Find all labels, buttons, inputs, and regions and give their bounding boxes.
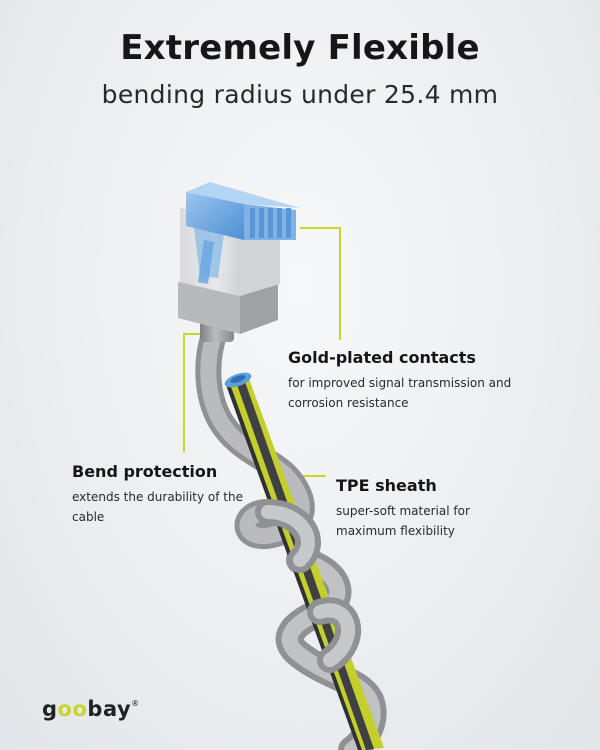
- grey-cable-front: [255, 499, 361, 673]
- logo-text-end: bay: [87, 697, 132, 721]
- rj45-connector-illustration: [178, 182, 300, 342]
- page-subtitle: bending radius under 25.4 mm: [101, 80, 499, 109]
- callout-text: extends the durability of the cable: [72, 490, 243, 524]
- registered-mark: ®: [131, 699, 140, 708]
- callout-tpe-sheath: TPE sheath super-soft material for maxim…: [336, 476, 526, 541]
- callout-heading: Gold-plated contacts: [288, 348, 476, 367]
- callout-gold-plated-contacts: Gold-plated contacts for improved signal…: [288, 348, 568, 413]
- logo-text-start: g: [42, 697, 58, 721]
- callout-bend-protection: Bend protection extends the durability o…: [72, 462, 247, 527]
- grey-cable: [195, 319, 387, 750]
- callout-text: for improved signal transmission and cor…: [288, 376, 512, 410]
- logo-text-accent: oo: [57, 697, 88, 721]
- page-title: Extremely Flexible: [120, 28, 480, 68]
- callout-heading: Bend protection: [72, 462, 218, 481]
- gold-leader-line: [300, 227, 341, 340]
- callout-heading: TPE sheath: [336, 476, 437, 495]
- bend-leader-line: [183, 333, 206, 452]
- callout-text: super-soft material for maximum flexibil…: [336, 504, 470, 538]
- goobay-logo: goobay®: [42, 697, 140, 721]
